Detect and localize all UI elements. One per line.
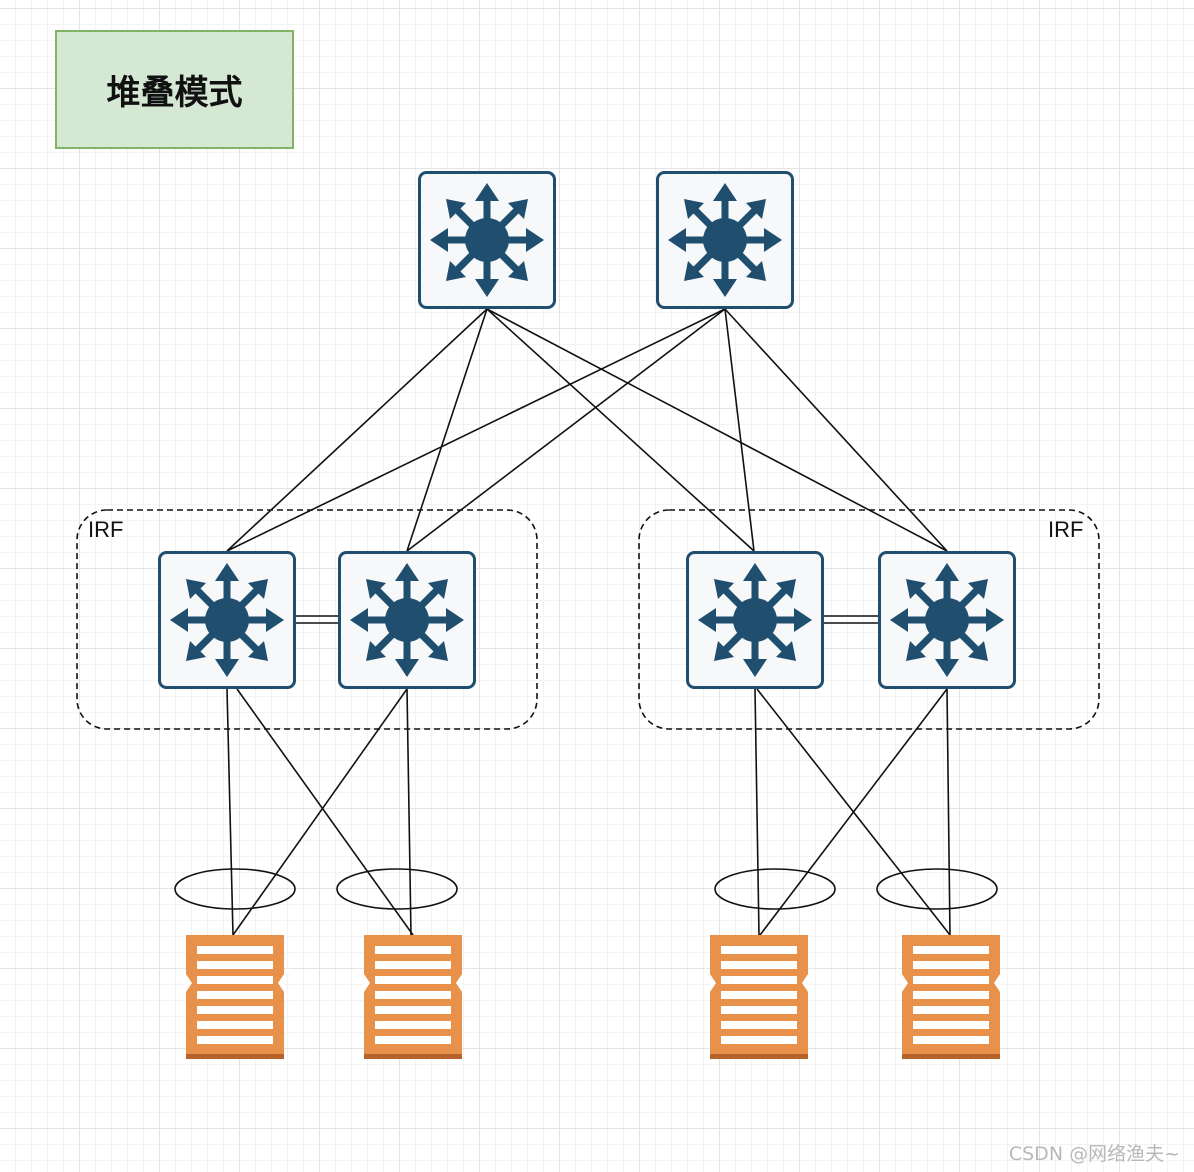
link-core2-agg2 (406, 308, 726, 552)
server-icon[interactable] (896, 935, 1006, 1059)
link-agg1-srv2 (236, 688, 414, 936)
irf-label-left: IRF (88, 517, 124, 542)
watermark: CSDN @网络渔夫~ (1008, 1143, 1180, 1165)
lag-ellipse-1 (174, 868, 296, 910)
link-agg4-srv4 (946, 688, 951, 936)
link-agg3-srv3 (754, 688, 760, 936)
l3-switch-icon[interactable] (340, 553, 475, 688)
irf-group-left (76, 509, 538, 730)
link-core1-agg2 (406, 308, 488, 552)
diagram-title: 堆叠模式 (55, 30, 294, 149)
server-icon[interactable] (180, 935, 290, 1059)
lag-ellipse-4 (876, 868, 998, 910)
lag-ellipse-3 (714, 868, 836, 910)
core-links (226, 308, 948, 552)
link-agg4-srv3 (759, 688, 948, 936)
link-core1-agg1 (226, 308, 488, 552)
link-agg2-srv2 (406, 688, 412, 936)
lag-ellipse-2 (336, 868, 458, 910)
link-agg2-srv1 (232, 688, 408, 936)
l3-switch-icon[interactable] (420, 173, 555, 308)
server-icon[interactable] (704, 935, 814, 1059)
l3-switch-icon[interactable] (688, 553, 823, 688)
link-agg1-srv1 (226, 688, 234, 936)
link-core2-agg3 (724, 308, 755, 552)
access-links (226, 688, 951, 936)
link-core1-agg3 (486, 308, 755, 552)
link-core1-agg4 (486, 308, 948, 552)
link-core2-agg4 (724, 308, 948, 552)
lag-markers (174, 868, 998, 910)
stack-links (296, 615, 878, 624)
l3-switch-icon[interactable] (160, 553, 295, 688)
server-icon[interactable] (358, 935, 468, 1059)
l3-switch-icon[interactable] (880, 553, 1015, 688)
irf-label-right: IRF (1048, 517, 1084, 542)
link-core2-agg1 (226, 308, 726, 552)
l3-switch-icon[interactable] (658, 173, 793, 308)
